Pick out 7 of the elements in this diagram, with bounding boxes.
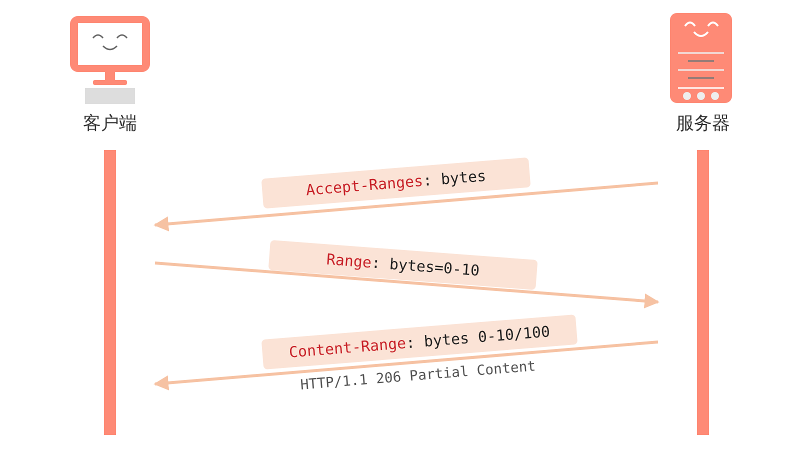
edge-label: Range: bytes=0-10 bbox=[268, 240, 538, 290]
participant-name: 客户端 bbox=[82, 112, 138, 136]
arrow bbox=[154, 262, 660, 308]
edge-label: Accept-Ranges: bytes bbox=[261, 157, 531, 209]
participant-name: 服务器 bbox=[675, 112, 731, 136]
arrow bbox=[154, 340, 658, 390]
arrow bbox=[154, 182, 658, 232]
